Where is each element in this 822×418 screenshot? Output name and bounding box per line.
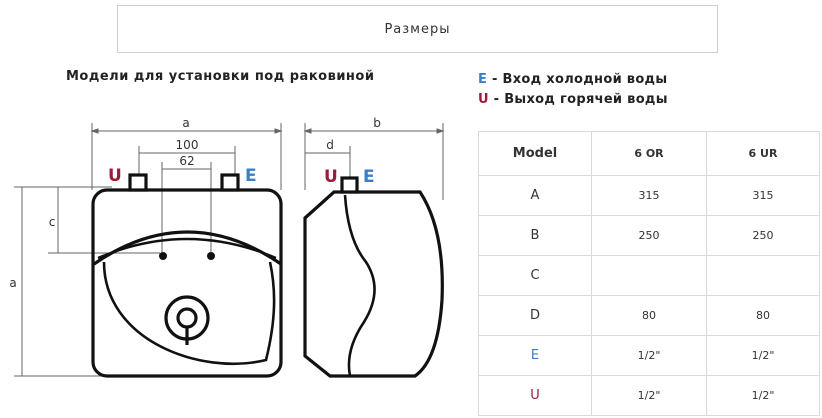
row-label: C (478, 255, 592, 296)
heater-side-body (303, 190, 444, 378)
front-label-e: E (245, 166, 257, 186)
mount-hole-right (207, 252, 215, 260)
hot-outlet-pipe (128, 173, 148, 192)
dim-arrow (436, 128, 445, 134)
table-row: E 1/2" 1/2" (478, 335, 820, 376)
mount-hole-left (159, 252, 167, 260)
dim-arrow (90, 128, 99, 134)
legend-u-text: - Выход горячей воды (488, 92, 668, 107)
legend-hot-outlet: U - Выход горячей воды (478, 92, 668, 107)
table-row: A 315 315 (478, 175, 820, 216)
cell-6-ur: 315 (706, 175, 820, 216)
header-6-or: 6 OR (591, 131, 707, 176)
cell-6-ur: 1/2" (706, 375, 820, 416)
header-model: Model (478, 131, 592, 176)
side-label-e: E (363, 167, 375, 187)
table-header-row: Model 6 OR 6 UR (478, 131, 820, 176)
cell-6-ur (706, 255, 820, 296)
page-title: Размеры (384, 21, 451, 37)
label-a-top: a (182, 116, 189, 130)
legend-cold-inlet: E - Вход холодной воды (478, 72, 667, 87)
cell-6-or: 80 (591, 295, 707, 336)
row-label: B (478, 215, 592, 256)
heater-front-body (91, 188, 283, 378)
label-dim-62: 62 (179, 154, 194, 168)
cell-6-or: 250 (591, 215, 707, 256)
side-profile-curve (343, 194, 376, 377)
figure-caption: Модели для установки под раковиной (66, 69, 375, 84)
cell-6-or: 1/2" (591, 375, 707, 416)
legend-e-text: - Вход холодной воды (487, 72, 668, 87)
dim-arrow (303, 128, 312, 134)
cell-6-or (591, 255, 707, 296)
header-6-ur: 6 UR (706, 131, 820, 176)
thermostat-knob-inner (176, 307, 198, 329)
legend-u-letter: U (478, 92, 489, 107)
legend-e-letter: E (478, 72, 488, 87)
cell-6-or: 315 (591, 175, 707, 216)
side-pipe (340, 176, 359, 194)
table-row: C (478, 255, 820, 296)
row-label: D (478, 295, 592, 336)
label-c: c (49, 215, 56, 229)
cell-6-ur: 1/2" (706, 335, 820, 376)
table-row: D 80 80 (478, 295, 820, 336)
label-d: d (326, 138, 334, 152)
cold-inlet-pipe (220, 173, 240, 192)
side-label-u: U (324, 167, 338, 187)
page-title-box: Размеры (117, 5, 718, 53)
row-label-e: E (478, 335, 592, 376)
front-label-u: U (108, 166, 122, 186)
cell-6-or: 1/2" (591, 335, 707, 376)
dim-arrow (274, 128, 283, 134)
front-cover-arc-inner (97, 237, 277, 260)
front-panel-curve (102, 261, 276, 365)
table-row: U 1/2" 1/2" (478, 375, 820, 416)
table-row: B 250 250 (478, 215, 820, 256)
row-label: A (478, 175, 592, 216)
label-a-side: a (9, 276, 16, 290)
label-b-top: b (373, 116, 381, 130)
cell-6-ur: 80 (706, 295, 820, 336)
row-label-u: U (478, 375, 592, 416)
dimensions-table: Model 6 OR 6 UR A 315 315 B 250 250 C D … (478, 131, 820, 416)
cell-6-ur: 250 (706, 215, 820, 256)
label-dim-100: 100 (176, 138, 199, 152)
